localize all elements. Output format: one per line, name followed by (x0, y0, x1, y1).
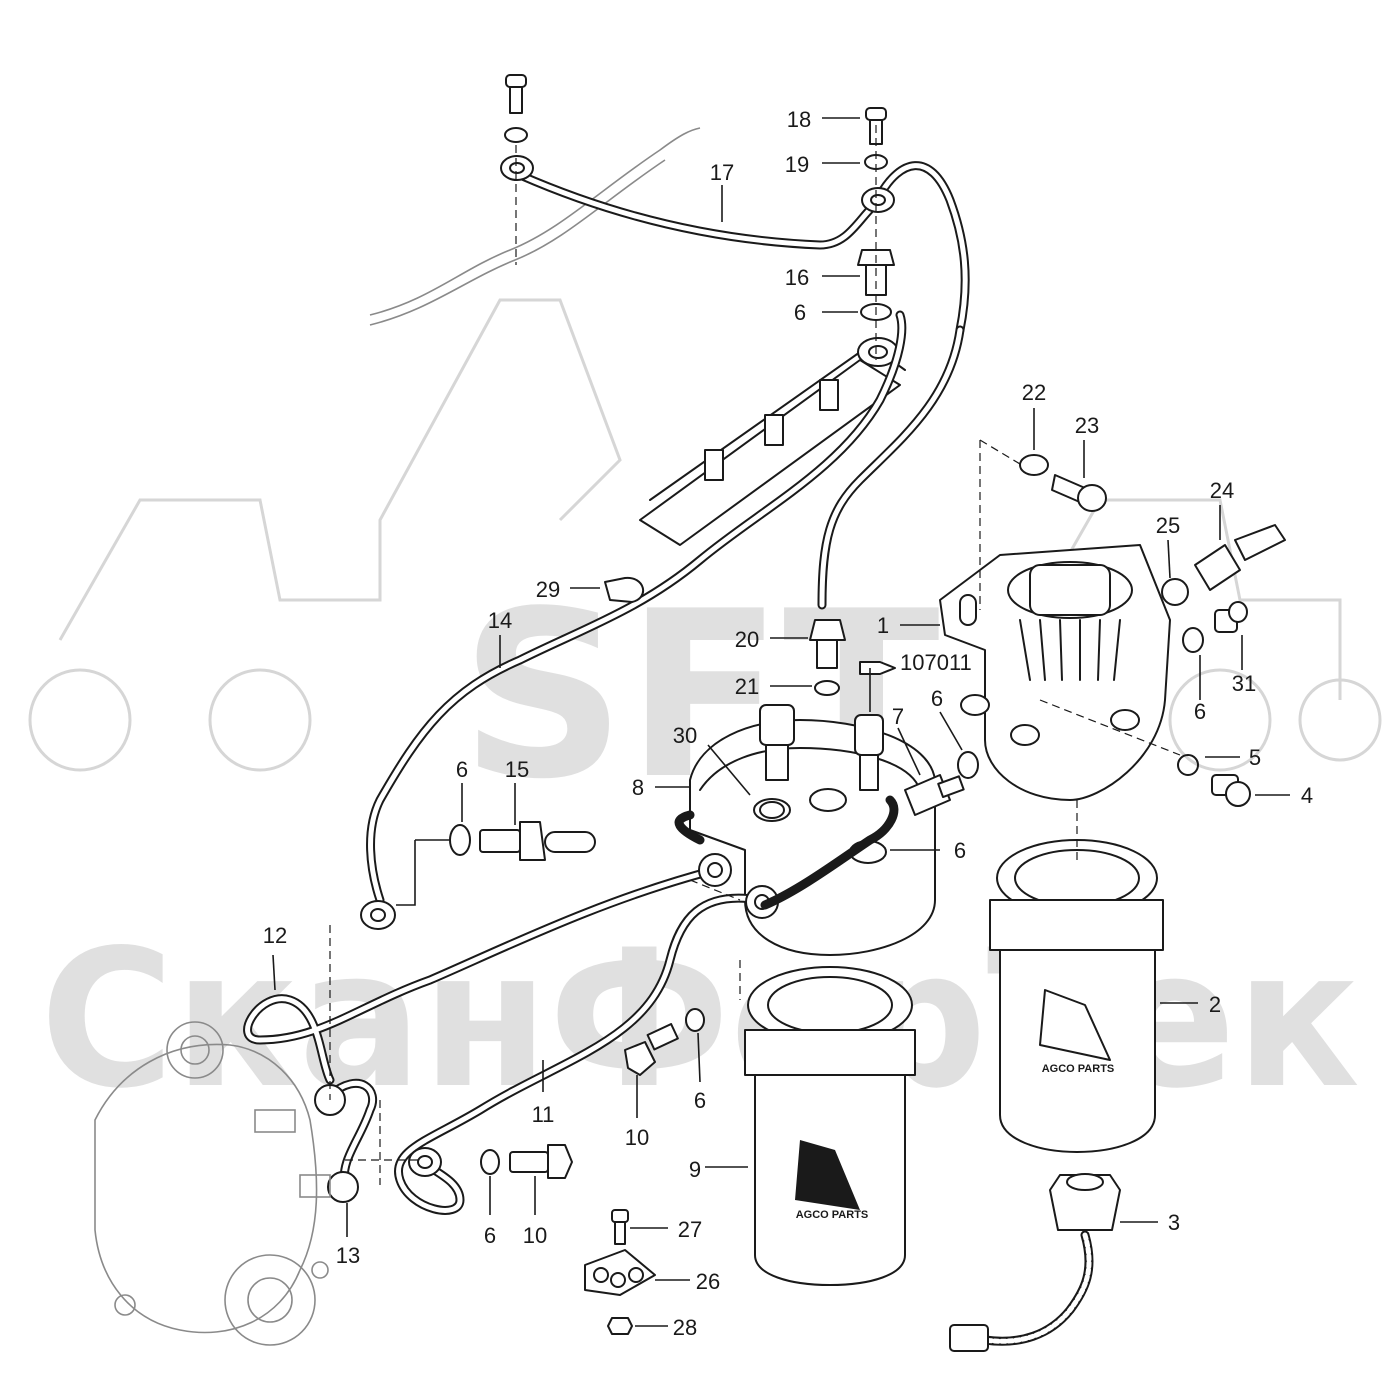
agco-logo-icon (1039, 989, 1111, 1061)
callout-11: 11 (532, 1102, 555, 1127)
rail-injector-ports (704, 379, 839, 481)
callout-6-e: 6 (954, 838, 966, 863)
banjo-bolt-top-left (504, 74, 528, 265)
callout-21: 21 (735, 674, 759, 699)
washer-6-item15 (449, 824, 471, 856)
screw-23 (1051, 474, 1107, 512)
callout-8: 8 (632, 775, 644, 800)
washer-6-lower (480, 1149, 500, 1175)
callout-28: 28 (673, 1315, 697, 1340)
callout-4: 4 (1301, 783, 1313, 808)
callout-2: 2 (1209, 992, 1221, 1017)
filter-2: AGCO PARTS (989, 800, 1164, 1153)
callout-18: 18 (787, 107, 811, 132)
washer-22 (1019, 454, 1049, 476)
watermark-tractor-outline (28, 298, 1382, 772)
o-ring-5 (1177, 754, 1199, 776)
washer-6-right (957, 751, 979, 779)
washer-6-middle (685, 1008, 705, 1032)
banjo-bolt-10-lower (509, 1144, 573, 1179)
callout-10-a: 10 (625, 1125, 649, 1150)
callout-15: 15 (505, 757, 529, 782)
pointing-hand-icon (859, 661, 896, 675)
callout-6-b: 6 (931, 686, 943, 711)
callout-19: 19 (785, 152, 809, 177)
callout-14: 14 (488, 608, 512, 633)
washer-30 (759, 801, 785, 819)
sensor-20 (809, 619, 846, 669)
filter-head-1 (939, 439, 1171, 801)
o-ring-25 (1161, 578, 1189, 606)
callout-23: 23 (1075, 413, 1099, 438)
filter-9: AGCO PARTS (744, 966, 916, 1286)
banjo-bolt-10-middle (624, 1022, 679, 1076)
plug-31 (1214, 601, 1248, 633)
bolt-27 (611, 1209, 629, 1245)
injection-pump (94, 1021, 331, 1346)
callout-6-g: 6 (484, 1223, 496, 1248)
callout-29: 29 (536, 577, 560, 602)
filter-2-brand: AGCO PARTS (1042, 1063, 1115, 1075)
callout-3: 3 (1168, 1210, 1180, 1235)
nut-28 (607, 1317, 633, 1335)
banjo-fitting-15 (479, 821, 596, 861)
callout-6-c: 6 (1194, 699, 1206, 724)
callout-9: 9 (689, 1157, 701, 1182)
watermark: SFT СканФорТек (28, 298, 1382, 1130)
leader-lines (272, 117, 1290, 1327)
return-line-17 (500, 155, 970, 335)
fuel-line-bridge (674, 795, 899, 910)
callout-25: 25 (1156, 513, 1180, 538)
callout-13: 13 (336, 1243, 360, 1268)
assembly-lines (329, 699, 1181, 1185)
washer-21 (814, 680, 840, 696)
filter-9-brand: AGCO PARTS (796, 1209, 869, 1221)
callout-22: 22 (1022, 380, 1046, 405)
sensor-plug-left (759, 704, 795, 781)
fuel-line-11 (394, 885, 779, 1215)
callout-7: 7 (892, 704, 904, 729)
callout-6-f: 6 (694, 1088, 706, 1113)
plug-4 (1211, 774, 1251, 807)
callout-20: 20 (735, 627, 759, 652)
callout-17: 17 (710, 160, 734, 185)
clamp-29 (604, 576, 644, 603)
fuel-line-12 (243, 853, 732, 1085)
water-sensor-3 (949, 1173, 1121, 1352)
callout-27: 27 (678, 1217, 702, 1242)
callout-26: 26 (696, 1269, 720, 1294)
agco-logo-icon (795, 1140, 860, 1210)
callout-30: 30 (673, 723, 697, 748)
callout-12: 12 (263, 923, 287, 948)
fuel-line-to-sensor (817, 325, 965, 610)
callout-31: 31 (1232, 671, 1256, 696)
sensor-plug-right (854, 714, 884, 791)
callout-10-b: 10 (523, 1223, 547, 1248)
callout-16: 16 (785, 265, 809, 290)
fuel-line-14 (360, 310, 907, 930)
callout-labels: 18 19 17 16 6 22 23 24 25 29 1 20 14 21 … (263, 107, 1313, 1340)
callout-1: 1 (877, 613, 889, 638)
ref-code-label: 107011 (900, 650, 972, 675)
fitting-24 (1194, 524, 1286, 591)
callout-6-a: 6 (794, 300, 806, 325)
callout-24: 24 (1210, 478, 1234, 503)
washer-6-side (1182, 627, 1204, 653)
callout-6-d: 6 (456, 757, 468, 782)
callout-5: 5 (1249, 745, 1261, 770)
sensor-connector (949, 1324, 989, 1352)
union-7 (904, 774, 965, 816)
fuel-line-13 (314, 1078, 378, 1203)
clamp-block-26 (584, 1249, 656, 1296)
fuel-rail (369, 127, 906, 546)
reference-107011: 107011 (859, 650, 972, 675)
